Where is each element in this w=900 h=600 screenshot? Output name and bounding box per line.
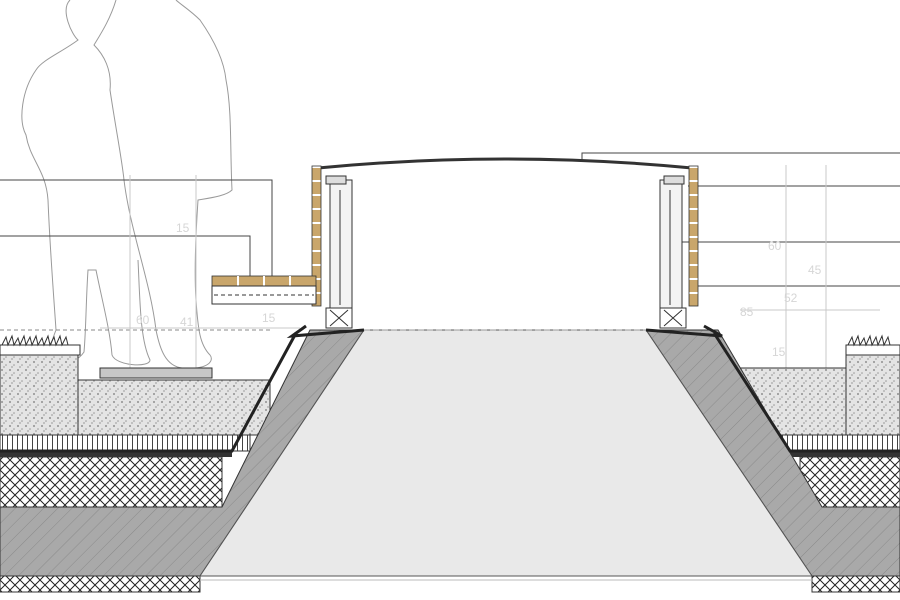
dim-label: 60 <box>136 313 150 327</box>
dim-label: 15 <box>176 221 190 235</box>
skylight <box>317 157 693 329</box>
figure-left <box>21 0 151 366</box>
dim-label: 60 <box>768 239 782 253</box>
dim-label: 15 <box>262 311 276 325</box>
waterproof-membrane <box>0 324 900 453</box>
grass-left <box>1 334 69 347</box>
roof-build-up-left <box>0 344 271 593</box>
dim-label: 45 <box>808 263 822 277</box>
dim-label: 15 <box>772 345 786 359</box>
figure-right <box>93 0 233 369</box>
human-figures <box>21 0 233 369</box>
timber-cladding <box>211 165 699 307</box>
dim-label: 85 <box>740 305 754 319</box>
light-shaft <box>199 329 813 577</box>
grass-right <box>847 334 891 347</box>
dim-label: 52 <box>784 291 798 305</box>
dim-label: 41 <box>180 315 194 329</box>
dimension-labels: 60 41 15 15 60 45 52 15 85 <box>136 221 822 359</box>
